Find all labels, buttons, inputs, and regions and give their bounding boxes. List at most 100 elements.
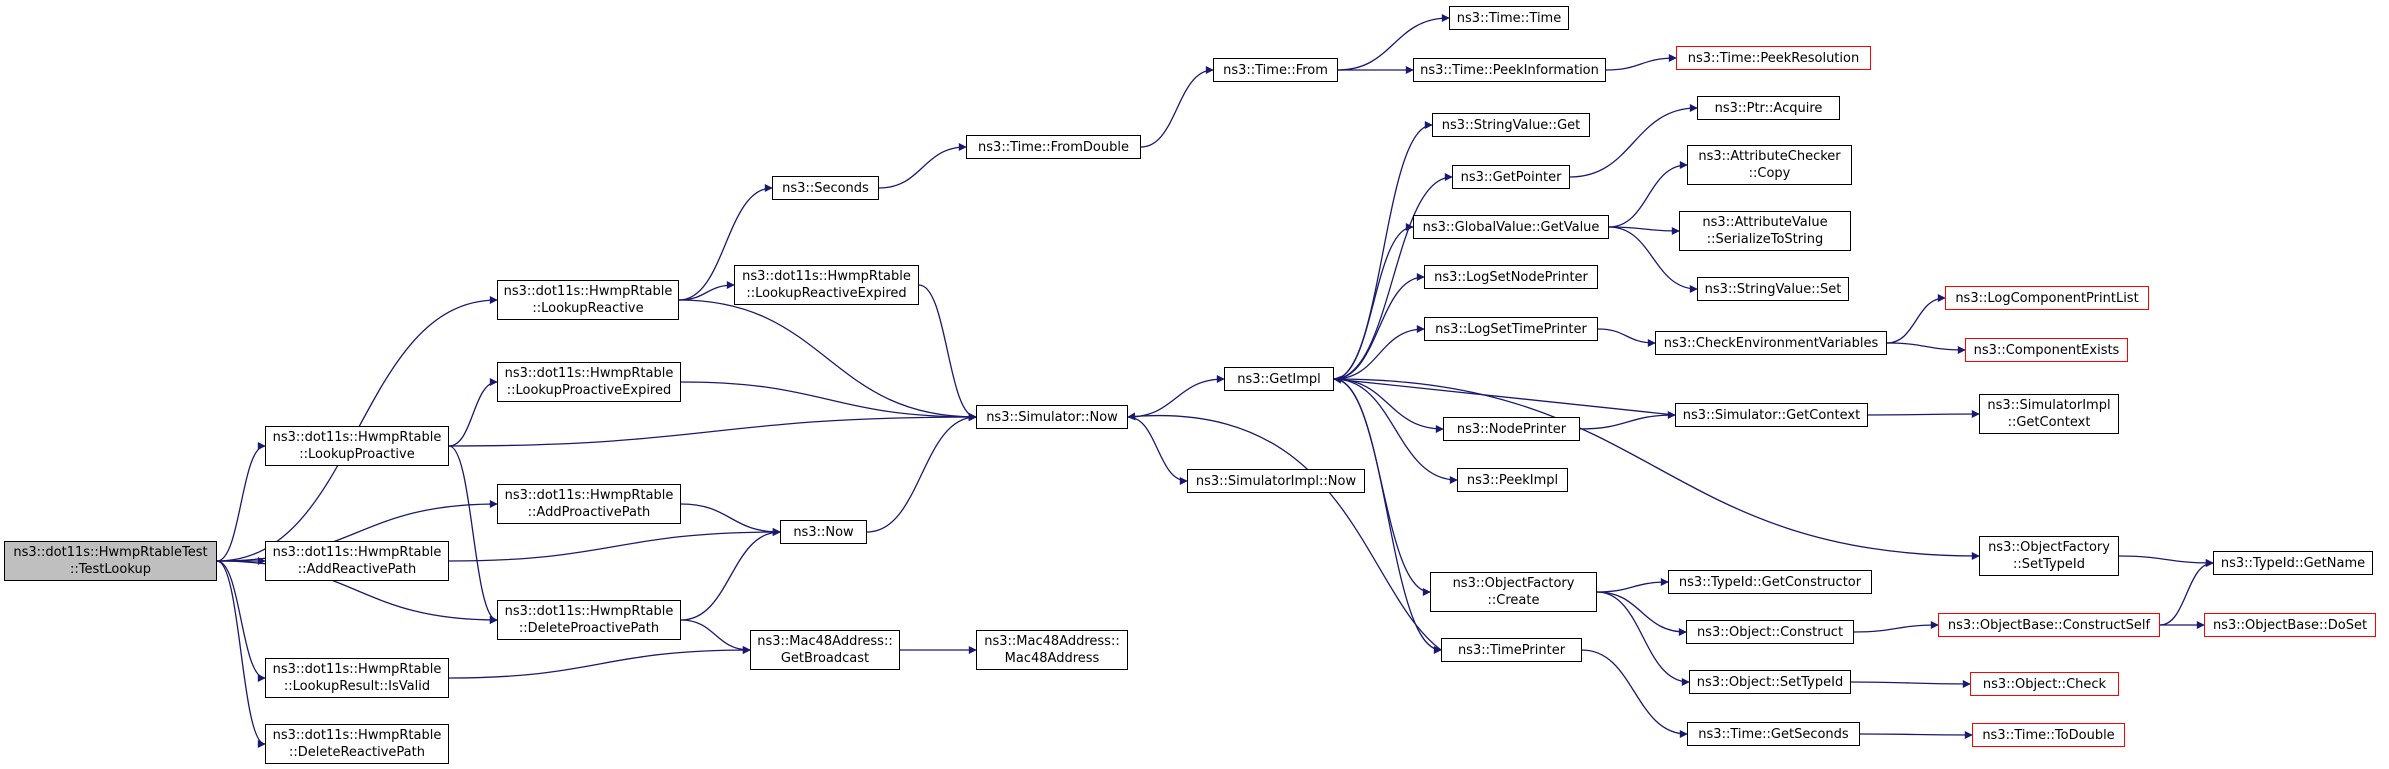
node-simulatorimpl-now[interactable]: ns3::SimulatorImpl::Now: [1187, 469, 1365, 493]
edge-n0-to-n5: [216, 560, 266, 682]
edge-n35-to-n42: [1886, 342, 1966, 354]
edge-n44-to-n48: [2118, 555, 2214, 567]
edge-n17-to-n22: [1333, 173, 1453, 380]
node-simulatorimpl-getcontext[interactable]: ns3::SimulatorImpl ::GetContext: [1979, 394, 2119, 434]
node-time-getseconds[interactable]: ns3::Time::GetSeconds: [1687, 722, 1860, 746]
node-timeprinter[interactable]: ns3::TimePrinter: [1441, 638, 1582, 662]
node-hwmprtable-lookupreactiveexpired[interactable]: ns3::dot11s::HwmpRtable ::LookupReactive…: [734, 265, 919, 305]
node-logcomponentprintlist[interactable]: ns3::LogComponentPrintList: [1945, 286, 2149, 310]
edge-n45-to-n48: [2159, 559, 2214, 626]
edge-n1-to-n14: [678, 299, 977, 421]
edge-n23-to-n32: [1608, 161, 1688, 228]
node-simulator-getcontext[interactable]: ns3::Simulator::GetContext: [1675, 403, 1868, 427]
node-objectfactory-settypeid[interactable]: ns3::ObjectFactory ::SetTypeId: [1979, 536, 2119, 576]
node-simulator-now[interactable]: ns3::Simulator::Now: [976, 405, 1128, 429]
node-globalvalue-getvalue[interactable]: ns3::GlobalValue::GetValue: [1413, 215, 1609, 239]
node-hwmprtable-deletereactivepath[interactable]: ns3::dot11s::HwmpRtable ::DeleteReactive…: [265, 724, 449, 764]
node-objectbase-doset[interactable]: ns3::ObjectBase::DoSet: [2204, 613, 2376, 637]
edge-n22-to-n31: [1569, 104, 1698, 178]
edge-n7-to-n14: [680, 381, 977, 421]
node-componentexists[interactable]: ns3::ComponentExists: [1965, 338, 2128, 362]
edge-n3-to-n11: [680, 503, 781, 536]
edge-n36-to-n17: [1333, 375, 1676, 416]
edge-n14-to-n18: [1127, 416, 1188, 485]
edge-n13-to-n16: [1140, 66, 1214, 148]
edge-n38-to-n45: [1853, 621, 1939, 633]
edge-n23-to-n34: [1608, 226, 1698, 293]
edge-n2-to-n14: [448, 413, 977, 447]
edge-n2-to-n7: [448, 378, 498, 447]
node-lookupresult-isvalid[interactable]: ns3::dot11s::HwmpRtable ::LookupResult::…: [265, 658, 449, 698]
edge-n4-to-n11: [448, 528, 781, 562]
node-logsetnodeprinter[interactable]: ns3::LogSetNodePrinter: [1424, 265, 1598, 289]
node-time-time[interactable]: ns3::Time::Time: [1449, 6, 1569, 30]
edge-n26-to-n36: [1579, 411, 1676, 430]
node-logsettimeprinter[interactable]: ns3::LogSetTimePrinter: [1424, 317, 1598, 341]
node-mac48address-ctor[interactable]: ns3::Mac48Address:: Mac48Address: [976, 630, 1128, 670]
node-stringvalue-get[interactable]: ns3::StringValue::Get: [1432, 113, 1590, 137]
edge-n16-to-n19: [1337, 14, 1450, 71]
edge-n36-to-n43: [1867, 410, 1980, 419]
edge-n1-to-n9: [678, 184, 773, 301]
node-hwmprtabletest-testlookup: ns3::dot11s::HwmpRtableTest ::TestLookup: [4, 541, 217, 581]
edge-n9-to-n13: [878, 143, 967, 189]
edge-n40-to-n47: [1859, 730, 1973, 739]
node-now[interactable]: ns3::Now: [780, 520, 867, 544]
node-time-peekinformation[interactable]: ns3::Time::PeekInformation: [1413, 58, 1606, 82]
node-seconds[interactable]: ns3::Seconds: [772, 176, 879, 200]
edge-n2-to-n8: [448, 445, 498, 624]
edge-n28-to-n37: [1596, 578, 1669, 593]
node-attributechecker-copy[interactable]: ns3::AttributeChecker ::Copy: [1687, 145, 1852, 185]
edge-n10-to-n14: [918, 284, 977, 421]
node-object-settypeid[interactable]: ns3::Object::SetTypeId: [1689, 670, 1851, 694]
edge-n17-to-n29: [1333, 378, 1442, 654]
node-object-construct[interactable]: ns3::Object::Construct: [1686, 620, 1854, 644]
node-time-from[interactable]: ns3::Time::From: [1213, 58, 1338, 82]
edge-n0-to-n6: [216, 560, 266, 748]
edge-n20-to-n30: [1605, 54, 1677, 71]
node-peekimpl[interactable]: ns3::PeekImpl: [1457, 468, 1568, 492]
edge-n17-to-n25: [1333, 325, 1425, 380]
edge-n11-to-n14: [866, 413, 977, 533]
edge-n8-to-n11: [680, 528, 781, 621]
node-attributevalue-serializetostring[interactable]: ns3::AttributeValue ::SerializeToString: [1679, 211, 1851, 251]
node-ptr-acquire[interactable]: ns3::Ptr::Acquire: [1697, 96, 1840, 120]
edge-n5-to-n12: [448, 646, 751, 679]
node-hwmprtable-deleteproactivepath[interactable]: ns3::dot11s::HwmpRtable ::DeleteProactiv…: [497, 600, 681, 640]
node-stringvalue-set[interactable]: ns3::StringValue::Set: [1697, 277, 1849, 301]
node-time-todouble[interactable]: ns3::Time::ToDouble: [1972, 723, 2125, 747]
node-getimpl[interactable]: ns3::GetImpl: [1224, 367, 1334, 391]
edge-n28-to-n38: [1596, 591, 1687, 636]
edge-n35-to-n41: [1886, 294, 1946, 344]
edge-n25-to-n35: [1597, 328, 1656, 347]
edge-n29-to-n40: [1581, 649, 1688, 738]
node-object-check[interactable]: ns3::Object::Check: [1970, 672, 2119, 696]
edge-n17-to-n44: [1333, 378, 1980, 560]
edge-n29-to-n14: [1127, 412, 1442, 651]
node-typeid-getname[interactable]: ns3::TypeId::GetName: [2213, 551, 2373, 575]
node-objectbase-constructself[interactable]: ns3::ObjectBase::ConstructSelf: [1938, 613, 2160, 637]
edge-n23-to-n33: [1608, 226, 1680, 235]
edge-n8-to-n12: [680, 619, 751, 654]
node-nodeprinter[interactable]: ns3::NodePrinter: [1443, 417, 1580, 441]
node-getpointer[interactable]: ns3::GetPointer: [1452, 165, 1570, 189]
node-hwmprtable-lookupreactive[interactable]: ns3::dot11s::HwmpRtable ::LookupReactive: [497, 280, 679, 320]
node-time-fromdouble[interactable]: ns3::Time::FromDouble: [966, 135, 1141, 159]
node-checkenvironmentvariables[interactable]: ns3::CheckEnvironmentVariables: [1655, 331, 1887, 355]
node-hwmprtable-addproactivepath[interactable]: ns3::dot11s::HwmpRtable ::AddProactivePa…: [497, 484, 681, 524]
edge-n0-to-n2: [216, 442, 266, 562]
node-hwmprtable-lookupproactiveexpired[interactable]: ns3::dot11s::HwmpRtable ::LookupProactiv…: [497, 362, 681, 402]
edge-n39-to-n46: [1850, 679, 1971, 688]
edge-n17-to-n27: [1333, 378, 1458, 484]
node-hwmprtable-addreactivepath[interactable]: ns3::dot11s::HwmpRtable ::AddReactivePat…: [265, 541, 449, 581]
node-objectfactory-create[interactable]: ns3::ObjectFactory ::Create: [1430, 572, 1597, 612]
node-time-peekresolution[interactable]: ns3::Time::PeekResolution: [1676, 46, 1871, 70]
edge-n28-to-n39: [1596, 591, 1690, 686]
node-mac48address-getbroadcast[interactable]: ns3::Mac48Address:: GetBroadcast: [750, 630, 900, 670]
edge-n17-to-n24: [1333, 273, 1425, 380]
node-hwmprtable-lookupproactive[interactable]: ns3::dot11s::HwmpRtable ::LookupProactiv…: [265, 426, 449, 466]
node-typeid-getconstructor[interactable]: ns3::TypeId::GetConstructor: [1668, 570, 1872, 594]
edge-n17-to-n23: [1333, 223, 1414, 380]
